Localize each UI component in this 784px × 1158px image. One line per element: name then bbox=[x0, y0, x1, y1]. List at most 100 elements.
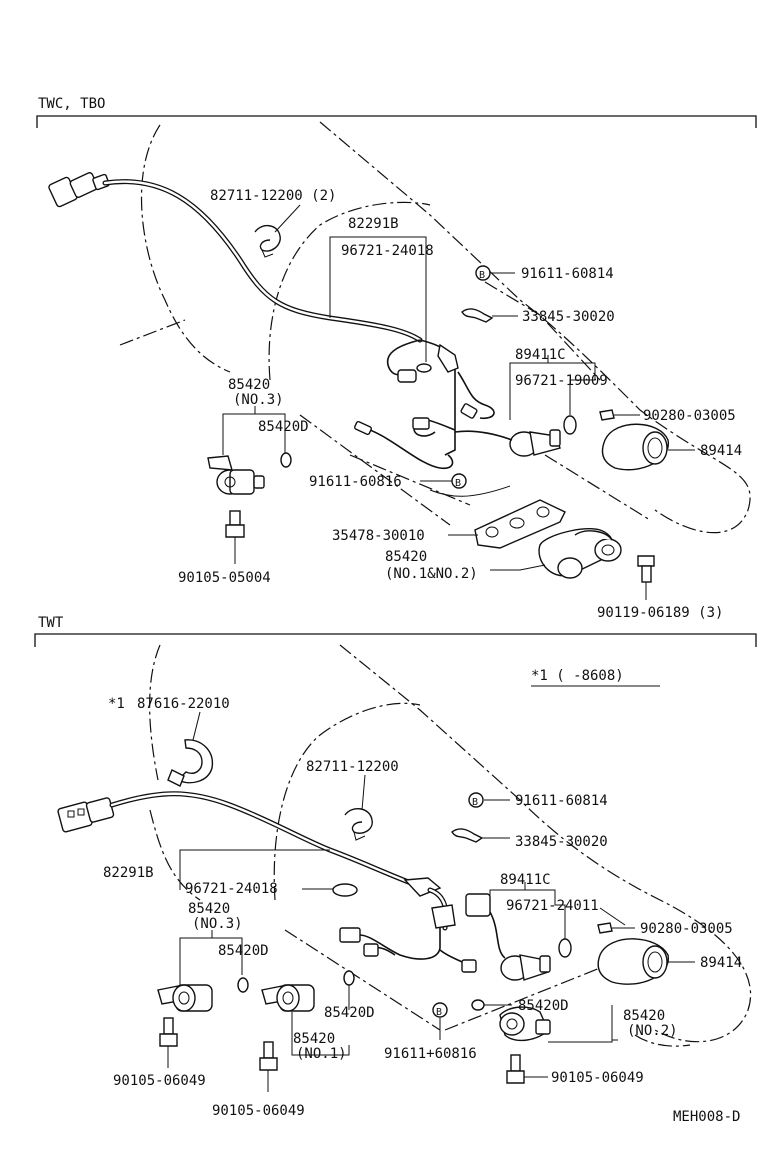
clip-icon-bottom bbox=[597, 922, 613, 934]
label-o-ring-top: 96721-19009 bbox=[515, 373, 608, 389]
bolt-dash-lower bbox=[429, 485, 511, 497]
section-title-twc-tbo: TWC, TBO bbox=[38, 96, 105, 112]
label-sensor-bottom: 89411C bbox=[500, 872, 551, 888]
main-harness-bottom bbox=[109, 791, 433, 893]
branch-wire-right bbox=[457, 371, 495, 420]
label-cover-top: 89414 bbox=[700, 443, 742, 459]
label-solenoid-no1-b-bottom: (NO.1) bbox=[296, 1046, 347, 1062]
section-twt: TWT *1 ( -8608) bbox=[34, 615, 757, 1125]
callout-solenoid-no3-bottom bbox=[179, 937, 243, 990]
harness-protector-icon bbox=[167, 739, 214, 787]
callout-sensor bbox=[509, 362, 596, 420]
o-ring-icon-no3-bottom bbox=[237, 977, 249, 993]
label-protector: 87616-22010 bbox=[137, 696, 230, 712]
branch-connector-left bbox=[397, 369, 417, 383]
label-bolt-b-bottom: 91611-60814 bbox=[515, 793, 608, 809]
label-bolt-mid-bottom: 90105-06049 bbox=[212, 1103, 305, 1119]
speed-sensor-icon-bottom bbox=[465, 893, 551, 981]
solenoid-no3-icon-bottom bbox=[157, 984, 213, 1012]
housing-outline-lower-b2 bbox=[444, 959, 621, 1031]
label-o-ring-d1-bottom: 85420D bbox=[218, 943, 269, 959]
branch-connector-mid bbox=[412, 417, 430, 430]
housing-outline-right bbox=[319, 121, 751, 534]
solenoid-no1-icon-bottom bbox=[261, 984, 315, 1012]
bolt-b-marker-lower-bottom bbox=[432, 1002, 448, 1018]
label-bolt-solenoid-top: 90105-05004 bbox=[178, 570, 271, 586]
callout-sensor-bottom bbox=[489, 889, 566, 940]
housing-outline-lower bbox=[299, 414, 451, 526]
label-bolt-right-bottom: 90105-06049 bbox=[551, 1070, 644, 1086]
label-grommet-bottom: 96721-24018 bbox=[185, 881, 278, 897]
clamp-icon bbox=[254, 225, 281, 258]
label-clamp-bottom: 82711-12200 bbox=[306, 759, 399, 775]
housing-outline-right-b bbox=[339, 644, 752, 1043]
housing-outline-lower2 bbox=[349, 454, 471, 506]
bolt-b-marker-bottom bbox=[468, 792, 484, 808]
label-solenoid-no3-b-bottom: (NO.3) bbox=[192, 916, 243, 932]
bolt-icon-solenoid-top bbox=[225, 510, 245, 538]
solenoid-no12-icon-top bbox=[538, 528, 622, 579]
label-solenoid-no1-a-bottom: 85420 bbox=[293, 1031, 335, 1047]
o-ring-icon-no3 bbox=[280, 452, 292, 468]
housing-outline-lower3 bbox=[544, 454, 651, 521]
bolt-icon-right-bottom bbox=[506, 1054, 525, 1084]
clamp-icon-bottom bbox=[344, 808, 373, 841]
label-clip-top: 90280-03005 bbox=[643, 408, 736, 424]
housing-outline-left bbox=[140, 124, 231, 373]
callout-solenoid-no3 bbox=[222, 413, 286, 455]
label-cover-bottom: 89414 bbox=[700, 955, 742, 971]
branch-wire-b1 bbox=[359, 928, 441, 960]
label-bolt-b-top: 91611-60814 bbox=[521, 266, 614, 282]
housing-outline-edge bbox=[119, 319, 186, 346]
section-twc-tbo: TWC, TBO bbox=[36, 96, 757, 621]
label-bolt-b2-bottom: 91611+60816 bbox=[384, 1046, 477, 1062]
label-solenoid-no3-a-top: 85420 bbox=[228, 377, 270, 393]
label-protector-mark: *1 bbox=[108, 696, 125, 712]
label-bracket-bottom: 33845-30020 bbox=[515, 834, 608, 850]
bolt-dash-top bbox=[484, 281, 601, 381]
o-ring-icon-no2-bottom bbox=[471, 999, 485, 1011]
svg-text:B: B bbox=[455, 478, 461, 489]
grommet-icon bbox=[416, 363, 432, 373]
branch-connector-b2 bbox=[461, 959, 477, 973]
label-sensor-top: 89411C bbox=[515, 347, 566, 363]
bolt-icon-plate-top bbox=[637, 555, 655, 583]
solenoid-no3-icon-top bbox=[207, 455, 265, 495]
label-o-ring-d-top: 85420D bbox=[258, 419, 309, 435]
harness-connector-top bbox=[48, 172, 110, 208]
bolt-icon-mid-bottom bbox=[259, 1041, 278, 1071]
bolt-b-marker-top bbox=[475, 265, 491, 281]
label-o-ring-d2-bottom: 85420D bbox=[324, 1005, 375, 1021]
housing-outline-upper-b bbox=[273, 702, 421, 901]
label-solenoid-no2-b-bottom: (NO.2) bbox=[627, 1023, 678, 1039]
o-ring-icon-top bbox=[563, 415, 577, 435]
label-clip-bottom: 90280-03005 bbox=[640, 921, 733, 937]
callout-harness-bottom bbox=[179, 849, 330, 872]
cover-icon-bottom bbox=[597, 938, 669, 985]
label-grommet-top: 96721-24018 bbox=[341, 243, 434, 259]
callout-harness-grommet bbox=[329, 236, 427, 362]
o-ring-icon-no1-bottom bbox=[343, 970, 355, 986]
o-ring-icon-bottom bbox=[558, 938, 572, 958]
svg-text:B: B bbox=[472, 797, 478, 808]
label-harness-top: 82291B bbox=[348, 216, 399, 232]
sensor-plug-bottom bbox=[431, 904, 456, 929]
drawing-code: MEH008-D bbox=[673, 1109, 740, 1125]
sensor-plug-top bbox=[437, 343, 459, 373]
callout-solenoid-no12 bbox=[490, 564, 546, 571]
label-bolt-left-bottom: 90105-06049 bbox=[113, 1073, 206, 1089]
label-solenoid-no3-a-bottom: 85420 bbox=[188, 901, 230, 917]
bracket-icon bbox=[461, 308, 494, 323]
label-solenoid-no12-b-top: (NO.1&NO.2) bbox=[385, 566, 478, 582]
label-o-ring-d3-bottom: 85420D bbox=[518, 998, 569, 1014]
housing-outline-left-b2 bbox=[149, 809, 201, 901]
svg-text:B: B bbox=[436, 1007, 442, 1018]
label-harness-bottom: 82291B bbox=[103, 865, 154, 881]
housing-outline-upper bbox=[268, 201, 431, 381]
solenoid-no2-dash bbox=[634, 1034, 691, 1047]
label-bolt-plate-top: 90119-06189 (3) bbox=[597, 605, 723, 621]
solenoid-plate-icon bbox=[474, 499, 566, 549]
branch-wire-lower bbox=[369, 429, 454, 470]
label-solenoid-no12-a-top: 85420 bbox=[385, 549, 427, 565]
